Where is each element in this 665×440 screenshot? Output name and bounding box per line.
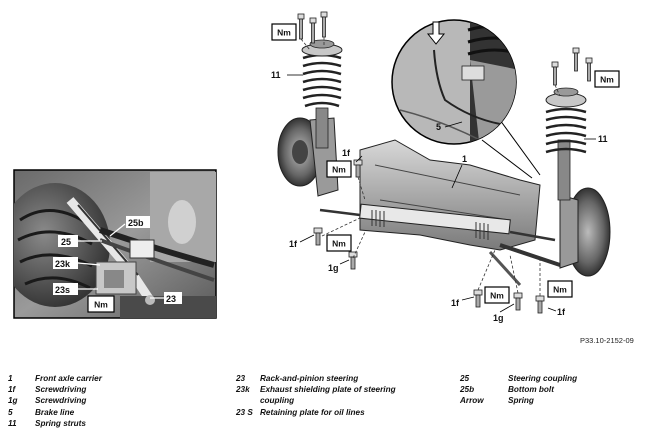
legend-code: Arrow [460,396,484,406]
callout-1g-bottom: 1g [493,313,504,323]
legend-text: Steering coupling [508,374,578,383]
right-strut-bolts [551,47,593,86]
torque-box-1: Nm [271,23,297,41]
detail-photo: 25b 25 23k 23s 23 Nm [13,169,217,319]
legend-code: 1f [8,385,16,395]
legend-item: 5 Brake line [8,408,102,419]
callout-1f-top: 1f [342,148,351,158]
legend-code: 23 S [236,407,253,417]
torque-box-3: Nm [326,234,352,252]
legend-item: 23 S Retaining plate for oil lines [236,408,396,419]
svg-text:Nm: Nm [277,28,291,38]
spring-arrow-icon [426,21,446,45]
legend-text: Brake line [35,407,75,417]
legend-item: 25 Steering coupling [460,374,577,385]
legend-code: 23 [236,374,246,383]
callout-11-left: 11 [271,70,281,80]
svg-text:Nm: Nm [600,75,614,85]
svg-text:Nm: Nm [94,300,108,310]
legend-item: 23k Exhaust shielding plate of steering [236,385,396,396]
callouts-main [287,74,596,313]
callout-23k: 23k [55,259,71,269]
legend-item: Arrow Spring [460,396,577,407]
legend-text: coupling [260,396,295,406]
legend-item: 1g Screwdriving [8,396,102,407]
torque-box-photo: Nm [87,295,115,313]
callout-25: 25 [61,237,71,247]
legend-column-2: 23 Rack-and-pinion steering 23k Exhaust shi… [236,374,396,419]
callout-1f-right: 1f [557,307,566,317]
legend-code: 11 [8,418,17,428]
legend-code: 1 [8,374,13,383]
torque-box-2: Nm [326,160,352,178]
legend-code: 25 [460,374,470,383]
legend-item: coupling [236,396,396,407]
legend-text: Bottom bolt [508,385,554,395]
callout-1g-left: 1g [328,263,339,273]
torque-box-5: Nm [547,280,573,298]
legend-item: 25b Bottom bolt [460,385,577,396]
legend-text: Rack-and-pinion steering [260,374,359,383]
callout-1f-bottom: 1f [451,298,460,308]
callout-23s: 23s [55,285,70,295]
legend-code: 1g [8,396,18,406]
legend-code: 23k [236,385,250,395]
axle-assembly-drawing [277,11,611,314]
figure-id: P33.10-2152-09 [580,336,634,345]
callout-23: 23 [166,294,176,304]
magnified-detail: 5 [391,19,541,179]
legend-text: Exhaust shielding plate of steering [260,385,396,395]
svg-text:Nm: Nm [332,165,346,175]
callout-1f-left: 1f [289,239,298,249]
left-strut-bolts [297,11,328,44]
callout-25b: 25b [128,218,144,228]
callout-1: 1 [462,154,467,164]
callout-5: 5 [436,122,441,132]
legend-text: Retaining plate for oil lines [260,407,365,417]
legend-item: 1f Screwdriving [8,385,102,396]
callout-11-right: 11 [598,134,608,144]
legend-text: Screwdriving [35,396,87,406]
svg-text:Nm: Nm [553,285,567,295]
legend-item: 11 Spring struts [8,419,102,430]
torque-box-4: Nm [484,286,510,304]
legend-item: 23 Rack-and-pinion steering [236,374,396,385]
torque-box-6: Nm [594,70,620,88]
legend-text: Spring [508,396,534,406]
legend-code: 5 [8,407,13,417]
legend-text: Screwdriving [35,385,87,395]
legend-text: Front axle carrier [35,374,102,383]
legend-code: 25b [460,385,475,395]
legend-item: 1 Front axle carrier [8,374,102,385]
loose-bolts [313,159,545,314]
svg-text:Nm: Nm [490,291,504,301]
svg-text:Nm: Nm [332,239,346,249]
legend-text: Spring struts [35,418,86,428]
